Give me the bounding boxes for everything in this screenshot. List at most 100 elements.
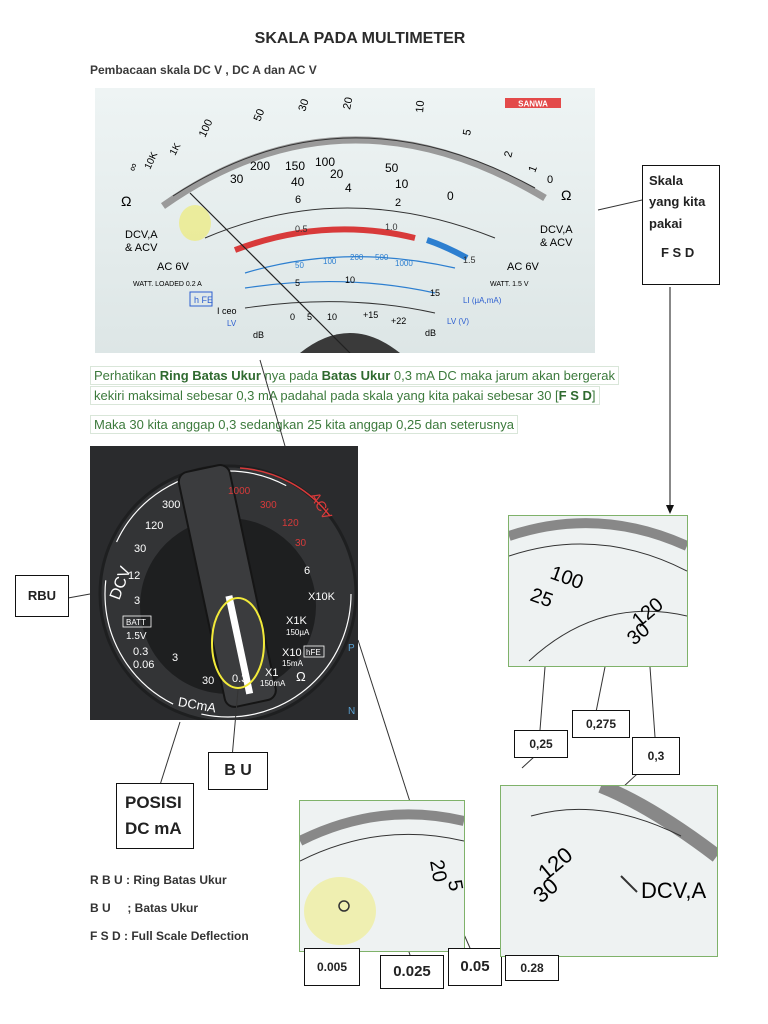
dcma-label: DCmA bbox=[177, 694, 218, 715]
zoom3-30: 30 bbox=[528, 873, 563, 908]
omega-5: 5 bbox=[461, 128, 474, 136]
dcva-right: DCV,A bbox=[540, 224, 573, 236]
omega-50: 50 bbox=[252, 107, 268, 123]
omega-right-label: Ω bbox=[561, 187, 571, 203]
posisi-line-1: POSISI bbox=[125, 793, 182, 812]
zoom1-25: 25 bbox=[527, 584, 555, 612]
ac6v-left: AC 6V bbox=[157, 261, 189, 273]
acv-6: 6 bbox=[304, 565, 310, 577]
brand-text: SANWA bbox=[518, 100, 548, 109]
blue-50: 50 bbox=[295, 261, 304, 270]
scale50-40: 40 bbox=[291, 175, 305, 189]
blue-200: 200 bbox=[350, 253, 364, 262]
zoom3-dcva: DCV,A bbox=[641, 878, 707, 903]
selector-knob-image: DCV 300 120 30 12 3 BATT 1.5V 0.3 0.06 3… bbox=[90, 446, 358, 720]
value-0-3: 0,3 bbox=[632, 737, 680, 775]
li-5: 5 bbox=[295, 278, 300, 288]
scale50-20: 20 bbox=[330, 167, 344, 181]
page-title: SKALA PADA MULTIMETER bbox=[254, 30, 466, 47]
rbu-label: RBU bbox=[15, 575, 69, 617]
selector-svg: DCV 300 120 30 12 3 BATT 1.5V 0.3 0.06 3… bbox=[98, 463, 358, 720]
selector-hfe: hFE bbox=[306, 648, 321, 657]
scale10-2: 2 bbox=[395, 197, 401, 209]
fsd-highlight bbox=[179, 205, 211, 241]
omega-20: 20 bbox=[341, 96, 355, 110]
zoom-panel-2: 20 5 bbox=[297, 800, 467, 952]
zoom-panel-1: 100 25 120 30 bbox=[507, 515, 690, 667]
scale250-200: 200 bbox=[250, 159, 270, 173]
db-22: +22 bbox=[391, 316, 406, 326]
dcma-3: 3 bbox=[172, 652, 178, 664]
ohm-150ma: 150mA bbox=[260, 679, 286, 688]
zoom2-5: 5 bbox=[443, 878, 464, 893]
page-subtitle: Pembacaan skala DC V , DC A dan AC V bbox=[90, 63, 317, 77]
scale250-100: 100 bbox=[315, 155, 335, 169]
omega-1k: 1K bbox=[168, 141, 184, 157]
acv-300: 300 bbox=[260, 500, 277, 511]
omega-30: 30 bbox=[296, 98, 311, 113]
scale-callout: Skala yang kita pakai F S D bbox=[642, 165, 720, 285]
value-0-05: 0.05 bbox=[448, 948, 502, 986]
omega-1: 1 bbox=[527, 164, 540, 174]
db-left: dB bbox=[253, 330, 264, 340]
li-right: LI (µA,mA) bbox=[463, 296, 502, 305]
db-0: 0 bbox=[290, 312, 295, 322]
blue-scale-arc bbox=[426, 237, 469, 261]
dcv-12: 12 bbox=[128, 570, 140, 582]
lv-right: LV (V) bbox=[447, 317, 469, 326]
red-1-5: 1.5 bbox=[463, 255, 476, 265]
value-0-025: 0.025 bbox=[380, 955, 444, 989]
meter-dome bbox=[300, 333, 400, 353]
selector-omega: Ω bbox=[296, 669, 306, 684]
omega-2: 2 bbox=[502, 150, 515, 159]
zoom-panel-3: 120 30 DCV,A bbox=[500, 779, 722, 957]
db-right: dB bbox=[425, 328, 436, 338]
scale10-4: 4 bbox=[345, 181, 352, 195]
iceo-label: I ceo bbox=[217, 306, 237, 316]
red-0-5: 0.5 bbox=[295, 224, 308, 234]
watt-loaded: WATT. LOADED 0.2 A bbox=[133, 281, 202, 288]
dcma-0-3: 0.3 bbox=[232, 673, 247, 685]
meter-needle bbox=[189, 192, 351, 354]
zoom2-20: 20 bbox=[425, 858, 451, 884]
value-0-28: 0.28 bbox=[505, 955, 559, 981]
dcv-30: 30 bbox=[134, 543, 146, 555]
red-1-0: 1.0 bbox=[385, 222, 398, 232]
dcv-3: 3 bbox=[134, 595, 140, 607]
scale250-50: 50 bbox=[385, 161, 399, 175]
li-15: 15 bbox=[430, 288, 440, 298]
dcma-30: 30 bbox=[202, 675, 214, 687]
batt-v: 1.5V bbox=[126, 631, 147, 642]
scale250-150: 150 bbox=[285, 159, 305, 173]
selector-knob[interactable] bbox=[177, 463, 278, 709]
omega-left-label: Ω bbox=[121, 193, 131, 209]
acv-right: & ACV bbox=[540, 237, 573, 249]
dcva-left: DCV,A bbox=[125, 229, 158, 241]
li-10: 10 bbox=[345, 275, 355, 285]
selector-p: P bbox=[348, 643, 355, 654]
value-0-005: 0.005 bbox=[304, 948, 360, 986]
dcma-0-3a: 0.3 bbox=[133, 646, 148, 658]
legend-fsd: F S D : Full Scale Deflection bbox=[90, 929, 249, 943]
scale10-6: 6 bbox=[295, 194, 301, 206]
posisi-line-2: DC mA bbox=[125, 818, 182, 838]
selector-n: N bbox=[348, 706, 355, 717]
brand-logo bbox=[505, 98, 561, 108]
callout-line-2: yang kita bbox=[649, 194, 706, 210]
omega-0: 0 bbox=[547, 174, 553, 186]
callout-line-1: Skala bbox=[649, 173, 683, 188]
batt-label: BATT bbox=[126, 618, 146, 627]
acv-1000: 1000 bbox=[228, 486, 251, 497]
ac6v-right: AC 6V bbox=[507, 261, 539, 273]
value-0-275: 0,275 bbox=[572, 710, 630, 738]
note-line-3: Maka 30 kita anggap 0,3 sedangkan 25 kit… bbox=[90, 415, 518, 434]
note-line-1: Perhatikan Ring Batas Ukur nya pada Bata… bbox=[90, 366, 619, 385]
acv-left: & ACV bbox=[125, 242, 158, 254]
omega-arc bbox=[160, 136, 547, 209]
ohm-x10: X10 bbox=[282, 647, 302, 659]
red-scale-arc bbox=[233, 226, 416, 253]
bu-highlight bbox=[211, 597, 265, 689]
ohm-150ua: 150µA bbox=[286, 628, 310, 637]
posisi-label: POSISI DC mA bbox=[116, 783, 194, 849]
omega-inf: ∞ bbox=[127, 162, 141, 173]
